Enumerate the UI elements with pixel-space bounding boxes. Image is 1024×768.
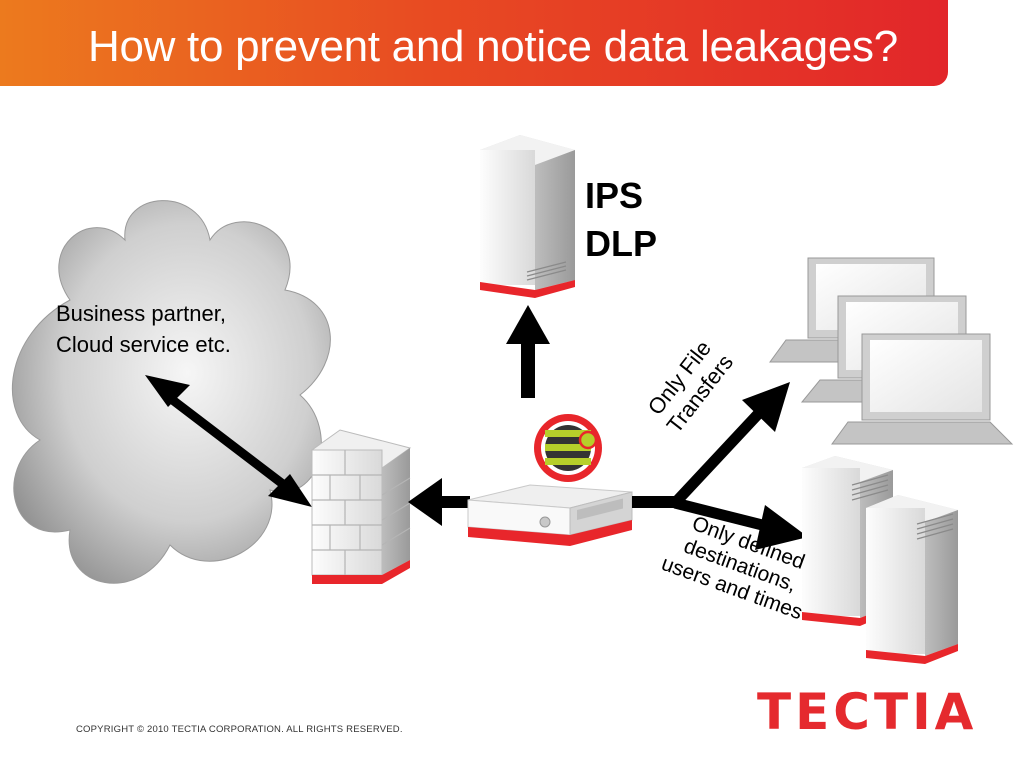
arrow-to-firewall (408, 478, 470, 526)
cloud-label: Business partner, Cloud service etc. (56, 298, 231, 360)
ips-dlp-label: IPS DLP (585, 172, 657, 268)
cloud-label-line: Cloud service etc. (56, 332, 231, 357)
copyright-notice: COPYRIGHT © 2010 TECTIA CORPORATION. ALL… (76, 724, 403, 735)
gateway-appliance-icon (467, 484, 633, 546)
tectia-logo: TECTIA (757, 683, 978, 741)
cloud-label-line: Business partner, (56, 301, 226, 326)
firewall-icon (310, 429, 412, 584)
dlp-label: DLP (585, 223, 657, 264)
server-icon (866, 495, 958, 664)
title-bar: How to prevent and notice data leakages? (0, 0, 948, 86)
tectia-badge-icon (534, 414, 602, 482)
ips-label: IPS (585, 175, 644, 216)
slide-title: How to prevent and notice data leakages? (88, 22, 898, 71)
branch-arrows (632, 382, 808, 550)
arrow-to-ips (506, 305, 550, 398)
laptop-icon (831, 333, 1014, 445)
server-icon (480, 135, 575, 298)
bidirectional-arrow (145, 375, 312, 507)
